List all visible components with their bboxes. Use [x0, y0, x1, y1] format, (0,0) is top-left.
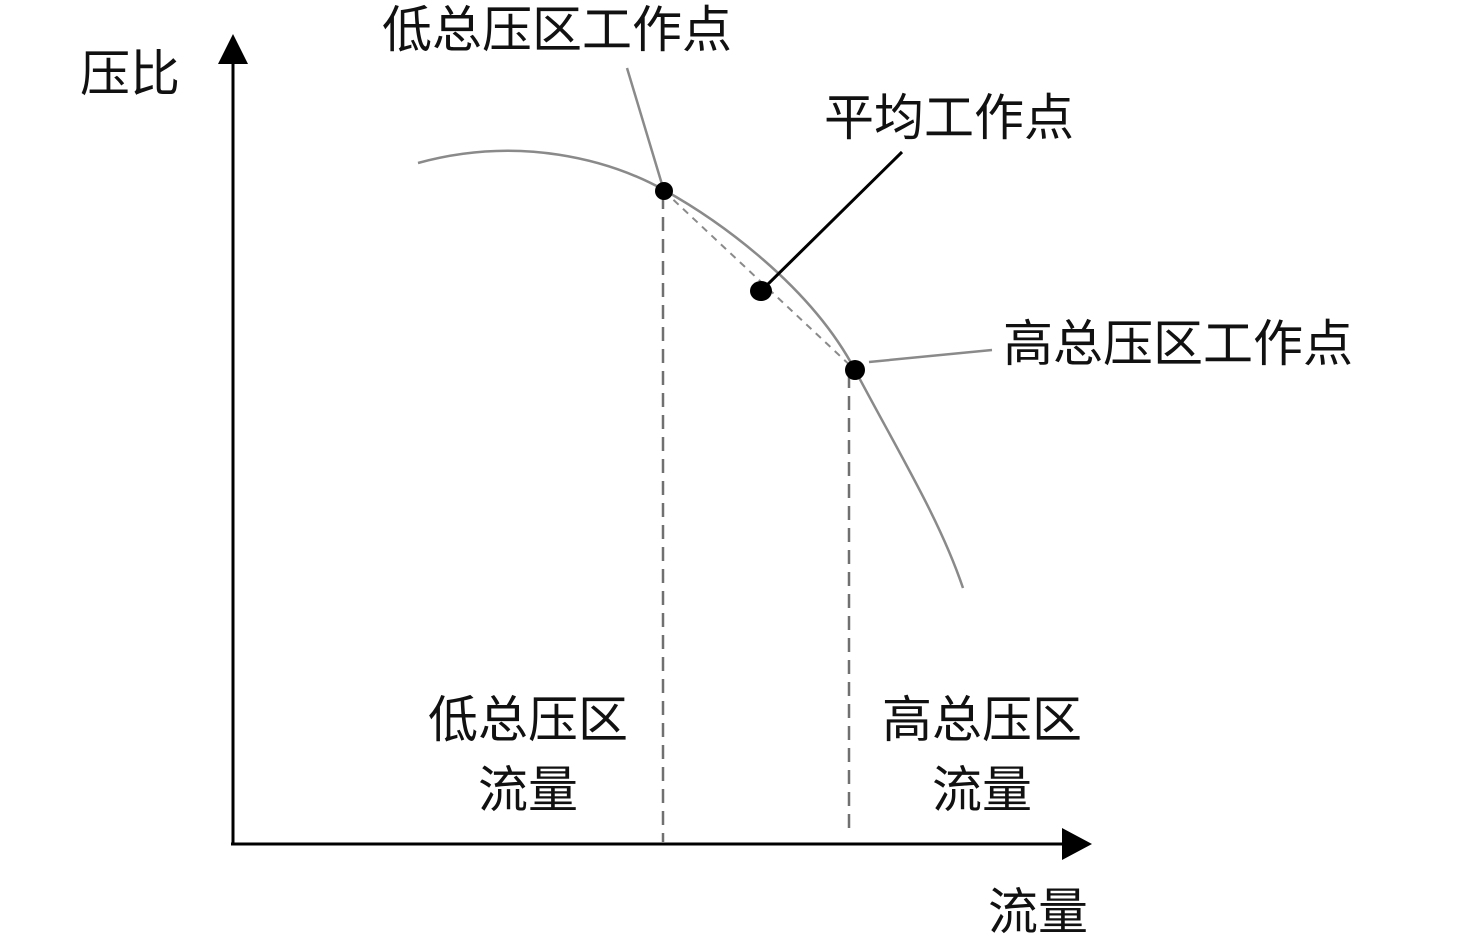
low-flow-label-line2: 流量: [478, 761, 578, 819]
x-axis-arrow: [1062, 828, 1092, 860]
avg-point-leader-line: [760, 150, 904, 292]
low-operating-point: [655, 182, 673, 200]
high-flow-label-line2: 流量: [932, 761, 1032, 819]
high-point-label: 高总压区工作点: [1003, 315, 1353, 373]
low-flow-label-line1: 低总压区: [428, 691, 628, 749]
high-point-leader-line: [868, 348, 993, 364]
low-point-label: 低总压区工作点: [382, 1, 732, 59]
average-operating-point: [750, 281, 772, 301]
avg-point-label: 平均工作点: [824, 89, 1074, 147]
y-axis-arrow: [218, 34, 248, 64]
compressor-characteristic-curve: [417, 149, 965, 589]
y-axis-label: 压比: [80, 45, 180, 103]
x-axis-label: 流量: [988, 883, 1088, 941]
high-operating-point: [845, 360, 865, 380]
low-high-dashed-chord: [663, 190, 856, 371]
high-flow-label-line1: 高总压区: [882, 691, 1082, 749]
low-point-throttle-line: [625, 67, 666, 192]
